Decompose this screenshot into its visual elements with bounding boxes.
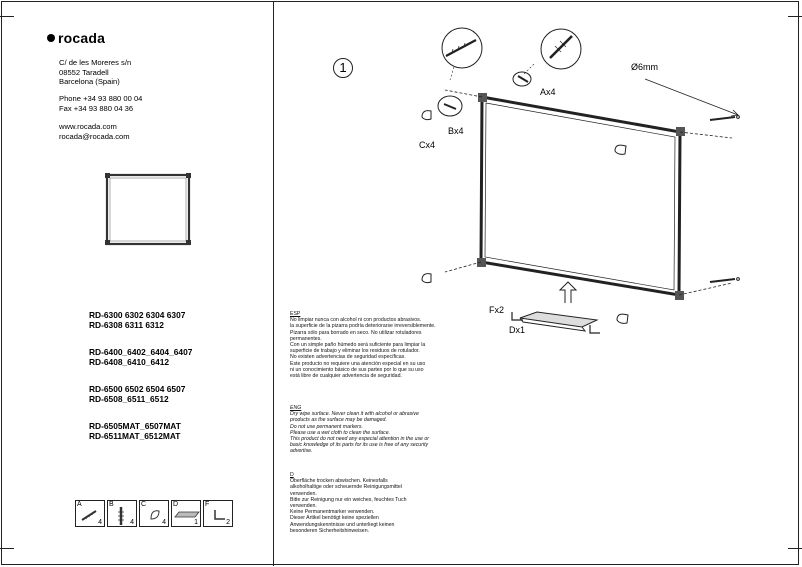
- company-address: C/ de les Moreres s/n 08552 Taradell Bar…: [59, 58, 131, 87]
- corner-cap-icon: [150, 510, 160, 520]
- model-line: RD-6300 6302 6304 6307: [89, 310, 186, 320]
- brackets-label: Fx2: [489, 305, 505, 315]
- tray-label: Dx1: [509, 325, 526, 335]
- fold-line: [273, 1, 274, 566]
- company-contact: Phone +34 93 880 00 04 Fax +34 93 880 04…: [59, 94, 142, 113]
- crop-mark: [0, 548, 14, 549]
- tray-bracket-icon: [214, 510, 225, 520]
- instructions-spanish: ESP No limpiar nunca con alcohol ni con …: [290, 311, 460, 379]
- website: www.rocada.com: [59, 122, 117, 131]
- screw-icon: [81, 510, 97, 521]
- section-heading: D: [290, 472, 294, 478]
- caps-label: Cx4: [419, 140, 436, 150]
- model-line: RD-6308 6311 6312: [89, 320, 164, 330]
- model-line: RD-6400_6402_6404_6407: [89, 347, 193, 357]
- instructions-german: D Oberfläche trocken abwischen. Keinesfa…: [290, 472, 460, 534]
- model-group: RD-6400_6402_6404_6407 RD-6408_6410_6412: [89, 347, 192, 367]
- part-f: F 2: [203, 500, 233, 527]
- part-d: D 1: [171, 500, 201, 527]
- address-line: Barcelona (Spain): [59, 77, 120, 86]
- crop-mark: [0, 16, 14, 17]
- model-line: RD-6508_6511_6512: [89, 394, 169, 404]
- model-group: RD-6500 6502 6504 6507 RD-6508_6511_6512: [89, 384, 185, 404]
- marker-tray-icon: [174, 511, 200, 518]
- company-name: rocada: [58, 30, 106, 46]
- section-heading: ESP: [290, 311, 301, 317]
- logo-mark-icon: [47, 34, 55, 42]
- screws-label: Ax4: [540, 87, 556, 97]
- email: rocada@rocada.com: [59, 131, 130, 141]
- model-group: RD-6505MAT_6507MAT RD-6511MAT_6512MAT: [89, 421, 181, 441]
- plugs-label: Bx4: [448, 126, 464, 136]
- part-a: A 4: [75, 500, 105, 527]
- model-line: RD-6511MAT_6512MAT: [89, 431, 181, 441]
- board-thumbnail-icon: [105, 173, 191, 246]
- phone-number: Phone +34 93 880 00 04: [59, 94, 143, 103]
- step-number: 1: [333, 58, 353, 78]
- model-group: RD-6300 6302 6304 6307 RD-6308 6311 6312: [89, 310, 185, 330]
- section-heading: ENG: [290, 405, 302, 411]
- part-c: C 4: [139, 500, 169, 527]
- address-line: 08552 Taradell: [59, 67, 109, 77]
- assembly-diagram: [421, 27, 740, 334]
- parts-legend: A 4 B 4 C 4 D 1 F: [75, 500, 235, 528]
- model-line: RD-6500 6502 6504 6507: [89, 384, 186, 394]
- crop-mark: [788, 16, 802, 17]
- company-online: www.rocada.com rocada@rocada.com: [59, 122, 130, 141]
- drill-size-label: Ø6mm: [631, 62, 658, 72]
- crop-mark: [788, 548, 802, 549]
- instructions-english: ENG Dry wipe surface. Never clean it wit…: [290, 405, 460, 455]
- wall-plug-icon: [118, 507, 124, 525]
- part-b: B 4: [107, 500, 137, 527]
- model-line: RD-6408_6410_6412: [89, 357, 170, 367]
- company-logo: rocada: [47, 30, 105, 46]
- fax-number: Fax +34 93 880 04 36: [59, 103, 134, 113]
- model-line: RD-6505MAT_6507MAT: [89, 421, 181, 431]
- address-line: C/ de les Moreres s/n: [59, 58, 132, 67]
